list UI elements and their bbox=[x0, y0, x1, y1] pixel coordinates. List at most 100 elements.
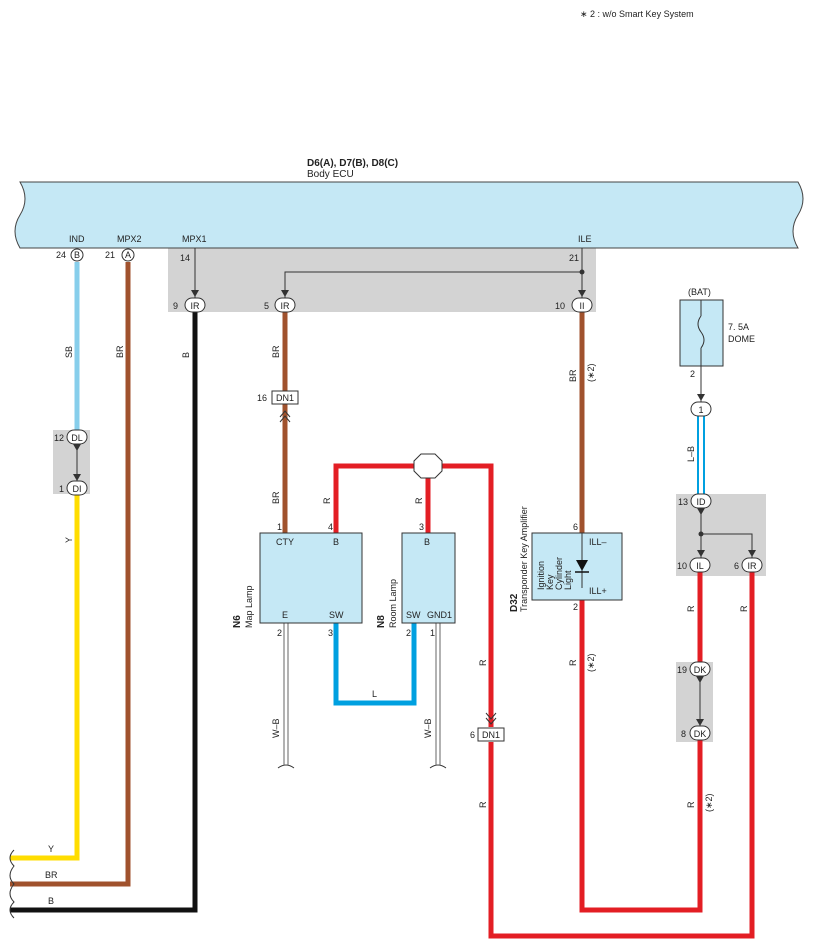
conn-di-1: DI 1 bbox=[59, 480, 88, 496]
label-star2-dk: (∗2) bbox=[704, 793, 714, 812]
wire-br-mpx2 bbox=[10, 262, 131, 887]
conn-b-marker bbox=[70, 248, 84, 262]
conn-a-label: A bbox=[125, 250, 131, 260]
wire-r-bottom bbox=[488, 572, 755, 939]
footnote-label: ∗ 2 : w/o Smart Key System bbox=[580, 9, 694, 19]
pin-ind-label: IND bbox=[69, 234, 85, 244]
conn-1-bat: 1 bbox=[690, 401, 712, 417]
room-lamp-name: Room Lamp bbox=[388, 579, 398, 628]
map-lamp-box bbox=[259, 532, 363, 624]
svg-text:13: 13 bbox=[678, 497, 688, 507]
svg-text:DK: DK bbox=[694, 665, 707, 675]
fuse-rating: 7. 5A bbox=[728, 322, 749, 332]
svg-text:9: 9 bbox=[173, 301, 178, 311]
svg-text:DL: DL bbox=[71, 433, 83, 443]
fuse-icon bbox=[697, 315, 705, 349]
svg-text:DN1: DN1 bbox=[482, 730, 500, 740]
fuse-bat: (BAT) bbox=[688, 287, 711, 297]
conn-a-marker bbox=[121, 248, 135, 262]
fuse-name: DOME bbox=[728, 334, 755, 344]
svg-text:II: II bbox=[579, 301, 584, 311]
map-lamp-e: E bbox=[282, 610, 288, 620]
svg-text:ID: ID bbox=[697, 497, 707, 507]
ground-symbol-map bbox=[277, 764, 295, 769]
room-lamp-pin3: 3 bbox=[419, 522, 424, 532]
amp-pin6: 6 bbox=[573, 522, 578, 532]
room-lamp-pin2: 2 bbox=[406, 628, 411, 638]
svg-text:5: 5 bbox=[264, 301, 269, 311]
junction-block-shade bbox=[168, 248, 596, 312]
label-lb: L–B bbox=[686, 446, 696, 462]
wire-r-amp bbox=[579, 600, 703, 913]
splice-octagon bbox=[413, 453, 443, 479]
svg-text:10: 10 bbox=[677, 561, 687, 571]
amp-code: D32 bbox=[509, 593, 520, 612]
conn-b-label: B bbox=[74, 250, 80, 260]
svg-text:IR: IR bbox=[191, 301, 201, 311]
room-lamp-b: B bbox=[424, 537, 430, 547]
conn-dn1-6: DN1 6 bbox=[470, 727, 505, 742]
arrow-markers bbox=[73, 290, 756, 726]
svg-text:8: 8 bbox=[681, 729, 686, 739]
svg-text:1: 1 bbox=[59, 484, 64, 494]
led-icon bbox=[576, 560, 588, 571]
wire-y bbox=[10, 494, 80, 861]
map-lamp-b: B bbox=[333, 537, 339, 547]
amp-light-line2: Key bbox=[545, 574, 555, 590]
pin-num-mpx1: 14 bbox=[180, 253, 190, 263]
wire-b-mpx1 bbox=[10, 312, 198, 913]
svg-text:IL: IL bbox=[696, 561, 704, 571]
conn-dn1-16: DN1 16 bbox=[257, 390, 299, 405]
svg-text:16: 16 bbox=[257, 393, 267, 403]
label-br-bottom: BR bbox=[45, 870, 58, 880]
label-b-bottom: B bbox=[48, 896, 54, 906]
ecu-name: Body ECU bbox=[307, 169, 354, 180]
label-sb: SB bbox=[64, 346, 74, 358]
map-lamp-name: Map Lamp bbox=[244, 585, 254, 628]
pin-mpx1-label: MPX1 bbox=[182, 234, 207, 244]
amp-pin2: 2 bbox=[573, 602, 578, 612]
svg-text:19: 19 bbox=[677, 665, 687, 675]
wire-inner-bridge bbox=[284, 271, 582, 298]
amp-light-line1: Ignition bbox=[536, 561, 546, 590]
room-lamp-gnd1: GND1 bbox=[427, 610, 452, 620]
conn-dl-12: DL 12 bbox=[54, 429, 88, 445]
map-lamp-sw: SW bbox=[329, 610, 344, 620]
pin-num-ind: 24 bbox=[56, 250, 66, 260]
label-r-dk: R bbox=[686, 801, 696, 808]
splice-dot bbox=[579, 269, 585, 275]
conn-ir-5: IR 5 bbox=[264, 297, 296, 313]
splice-dot-id bbox=[698, 531, 704, 537]
amp-light-line4: Light bbox=[563, 570, 573, 590]
svg-text:DK: DK bbox=[694, 729, 707, 739]
label-r-ir: R bbox=[739, 605, 749, 612]
svg-text:6: 6 bbox=[470, 730, 475, 740]
amp-name: Transponder Key Amplifier bbox=[519, 506, 529, 612]
label-r-amp: R bbox=[568, 659, 578, 666]
conn-ir-6: IR 6 bbox=[734, 557, 763, 573]
map-lamp-pin2: 2 bbox=[277, 628, 282, 638]
map-lamp-pin3: 3 bbox=[328, 628, 333, 638]
label-br-amp: BR bbox=[568, 369, 578, 382]
svg-text:IR: IR bbox=[281, 301, 291, 311]
ground-symbol-room bbox=[429, 764, 447, 769]
pin-num-ile: 21 bbox=[569, 253, 579, 263]
room-lamp-pin1: 1 bbox=[430, 628, 435, 638]
amp-ill-plus: ILL+ bbox=[589, 586, 607, 596]
conn-dk-8: DK 8 bbox=[681, 725, 711, 741]
map-lamp-code: N6 bbox=[232, 615, 243, 628]
svg-text:IR: IR bbox=[748, 561, 758, 571]
body-ecu-block bbox=[14, 181, 804, 249]
label-star2-ampr: (∗2) bbox=[586, 653, 596, 672]
pin-num-mpx2: 21 bbox=[105, 250, 115, 260]
map-lamp-cty: CTY bbox=[276, 537, 294, 547]
label-star2-amp: (∗2) bbox=[586, 363, 596, 382]
room-lamp-box bbox=[401, 532, 456, 624]
map-lamp-pin1: 1 bbox=[277, 522, 282, 532]
room-lamp-sw: SW bbox=[406, 610, 421, 620]
label-wb-room: W–B bbox=[423, 718, 433, 738]
svg-text:12: 12 bbox=[54, 433, 64, 443]
label-r-right: R bbox=[478, 659, 488, 666]
label-r-il: R bbox=[686, 605, 696, 612]
